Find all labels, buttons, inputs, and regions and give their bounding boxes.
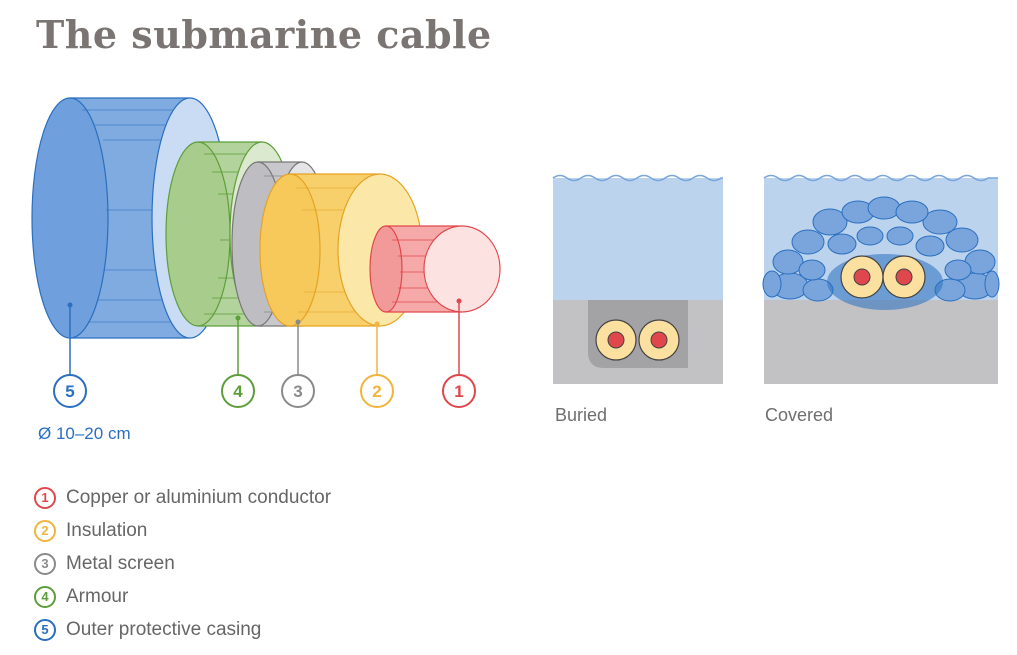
legend-label: Outer protective casing: [66, 618, 262, 640]
legend-item-insulation: 2 Insulation: [34, 514, 331, 547]
layer-2-insulation: [259, 173, 423, 327]
legend-label: Insulation: [66, 519, 148, 541]
legend-item-outer-casing: 5 Outer protective casing: [34, 613, 331, 646]
callouts: 5 4 3 2 1: [53, 298, 476, 408]
buried-cable-right: [638, 319, 680, 361]
legend-number-badge: 4: [34, 585, 56, 608]
covered-cable-right: [882, 255, 926, 299]
legend: 1 Copper or aluminium conductor 2 Insula…: [34, 481, 331, 646]
callout-5: 5: [53, 302, 87, 408]
legend-label: Metal screen: [66, 552, 175, 574]
cable-illustration: [31, 97, 501, 339]
callout-3-number: 3: [293, 382, 302, 401]
legend-number-badge: 2: [34, 519, 56, 542]
callout-1: 1: [442, 298, 476, 408]
callout-4-number: 4: [233, 382, 243, 401]
legend-number-badge: 3: [34, 552, 56, 575]
scene-caption-covered: Covered: [765, 405, 834, 425]
scene-buried: [552, 174, 723, 384]
layer-1-conductor: [369, 225, 501, 313]
callout-4: 4: [221, 315, 255, 408]
callout-2: 2: [360, 321, 394, 408]
legend-number-badge: 1: [34, 486, 56, 509]
legend-item-metal-screen: 3 Metal screen: [34, 547, 331, 580]
buried-cable-left: [595, 319, 637, 361]
rock-pile: [762, 196, 1000, 302]
scene-caption-buried: Buried: [555, 405, 608, 425]
legend-item-conductor: 1 Copper or aluminium conductor: [34, 481, 331, 514]
callout-1-number: 1: [454, 382, 463, 401]
callout-3: 3: [281, 319, 315, 408]
callout-2-number: 2: [372, 382, 381, 401]
page-title: The submarine cable: [36, 12, 492, 57]
legend-number-badge: 5: [34, 618, 56, 641]
legend-label: Armour: [66, 585, 129, 607]
covered-cable-left: [840, 255, 884, 299]
legend-item-armour: 4 Armour: [34, 580, 331, 613]
diameter-label: Ø 10–20 cm: [38, 424, 131, 443]
callout-5-number: 5: [65, 382, 74, 401]
scene-covered: [762, 174, 1000, 384]
legend-label: Copper or aluminium conductor: [66, 486, 332, 508]
